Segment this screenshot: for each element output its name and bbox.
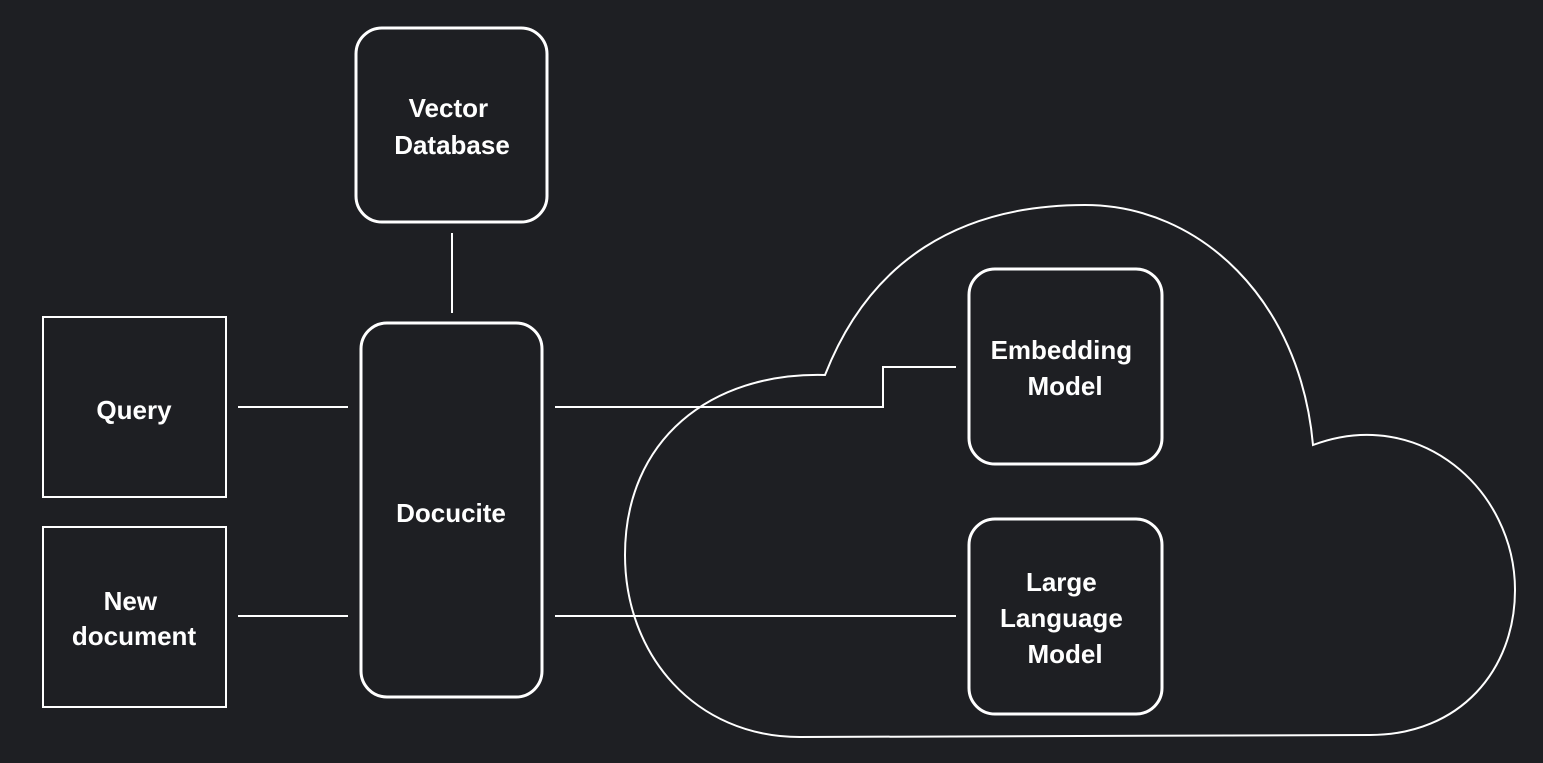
node-vector-database: Vector Database bbox=[354, 26, 549, 224]
node-docucite-box bbox=[359, 321, 544, 699]
node-embedding-model-line-1: Embedding bbox=[991, 335, 1133, 365]
node-query-label: Query bbox=[96, 395, 172, 425]
node-query: Query bbox=[42, 316, 227, 498]
node-embedding-model-line-2: Model bbox=[1027, 371, 1102, 401]
node-vector-database-label: Vector Database bbox=[394, 93, 510, 160]
node-docucite: Docucite bbox=[359, 321, 544, 699]
node-embedding-model-box bbox=[967, 267, 1164, 466]
node-new-document-box bbox=[42, 526, 227, 708]
node-new-document: New document bbox=[42, 526, 227, 708]
node-large-language-model-line-3: Model bbox=[1027, 639, 1102, 669]
node-vector-database-line-2: Database bbox=[394, 130, 510, 160]
node-new-document-label: New document bbox=[72, 586, 197, 651]
node-query-box bbox=[42, 316, 227, 498]
node-docucite-label: Docucite bbox=[396, 498, 506, 528]
node-query-line-1: Query bbox=[96, 395, 172, 425]
node-large-language-model-line-1: Large bbox=[1026, 567, 1097, 597]
edge-docucite-embedding-model bbox=[555, 366, 956, 408]
node-new-document-line-2: document bbox=[72, 621, 197, 651]
node-new-document-line-1: New bbox=[104, 586, 158, 616]
node-docucite-line-1: Docucite bbox=[396, 498, 506, 528]
node-vector-database-box bbox=[354, 26, 549, 224]
node-embedding-model: Embedding Model bbox=[967, 267, 1164, 466]
node-vector-database-line-1: Vector bbox=[409, 93, 489, 123]
node-large-language-model: Large Language Model bbox=[967, 517, 1164, 716]
node-large-language-model-label: Large Language Model bbox=[1000, 567, 1130, 669]
cloud-group-outline bbox=[623, 203, 1517, 739]
node-embedding-model-label: Embedding Model bbox=[991, 335, 1140, 401]
node-large-language-model-box bbox=[967, 517, 1164, 716]
node-large-language-model-line-2: Language bbox=[1000, 603, 1123, 633]
